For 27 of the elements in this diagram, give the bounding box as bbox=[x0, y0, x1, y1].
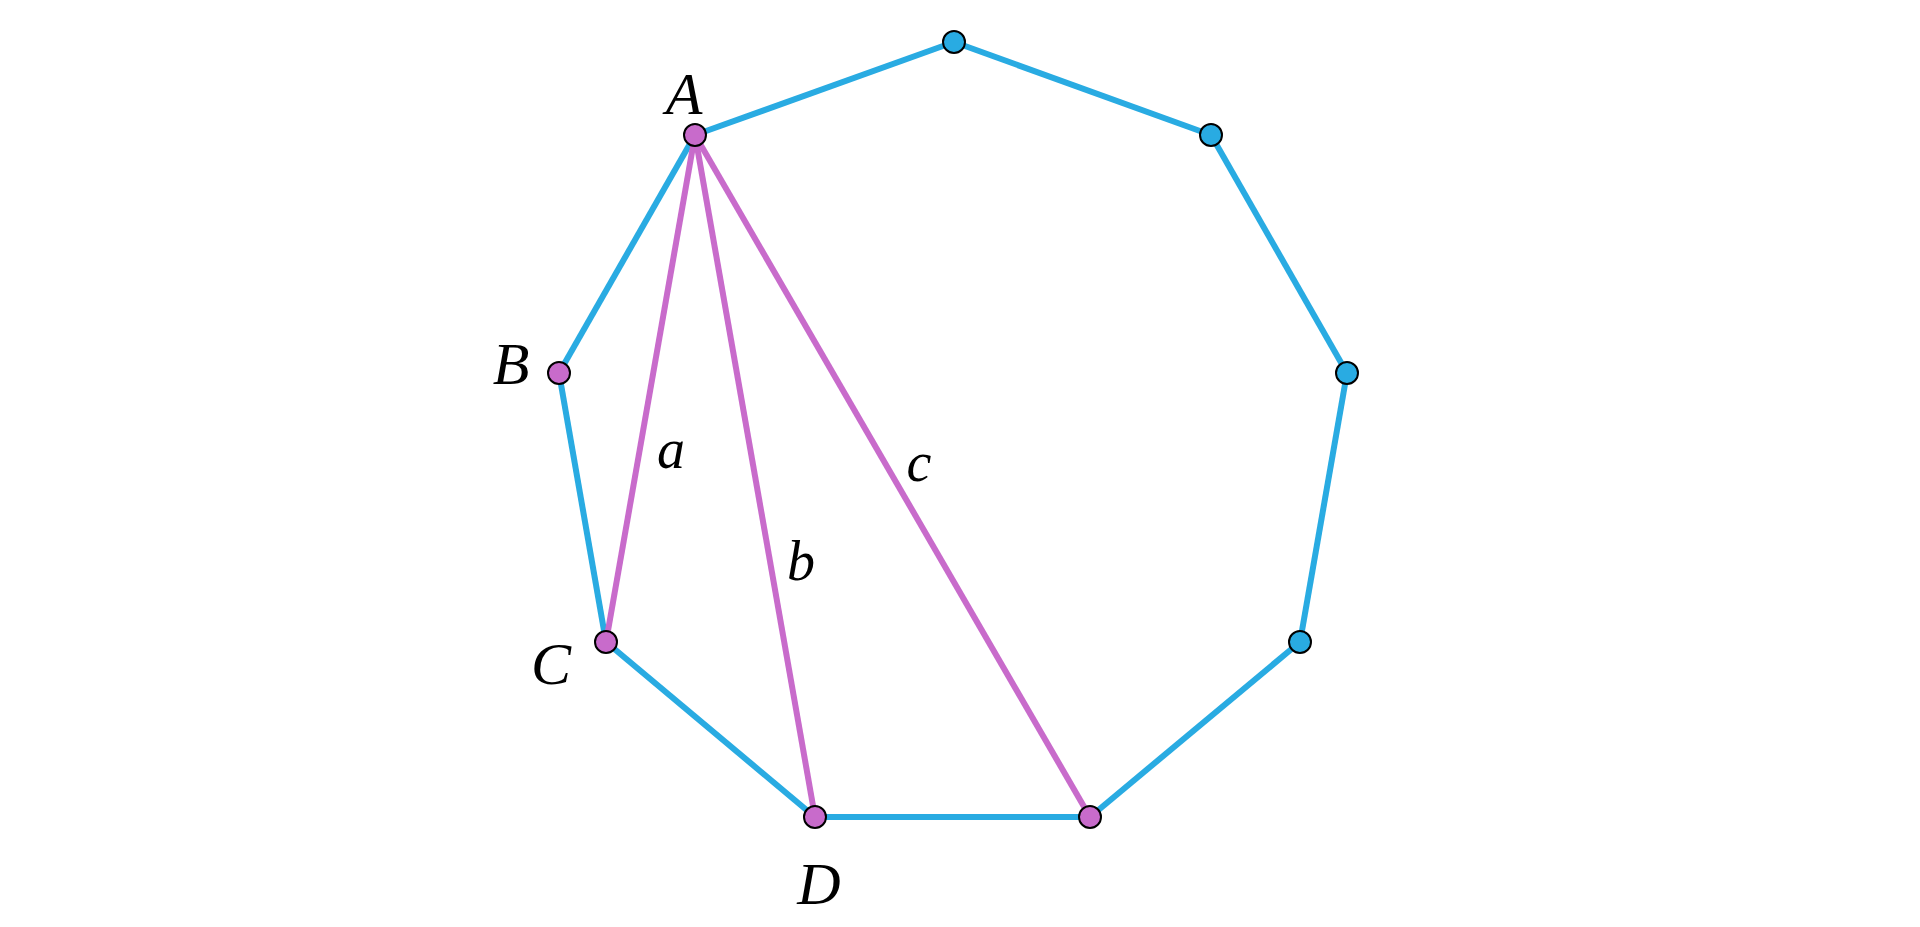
vertex-label: C bbox=[531, 631, 571, 697]
edge-label: a bbox=[657, 418, 685, 480]
vertex-dot bbox=[683, 123, 707, 147]
polygon-edge bbox=[1298, 383, 1349, 632]
vertex-dot bbox=[1199, 123, 1223, 147]
polygon-edge bbox=[612, 646, 809, 813]
polygon-edge bbox=[963, 42, 1202, 135]
vertex-dot bbox=[594, 630, 618, 654]
edge-label: b bbox=[787, 530, 815, 592]
polygon-edge bbox=[704, 42, 945, 135]
vertex-label: D bbox=[797, 851, 841, 917]
polygon-edge bbox=[1213, 143, 1345, 365]
polygon-edge bbox=[693, 145, 817, 807]
vertex-label: B bbox=[492, 331, 530, 397]
vertex-dot bbox=[1078, 805, 1102, 829]
vertex-dot bbox=[803, 805, 827, 829]
polygon-edge bbox=[826, 814, 1079, 820]
vertex-dot bbox=[942, 30, 966, 54]
polygon-edge bbox=[604, 145, 697, 632]
vertex-dot bbox=[1288, 630, 1312, 654]
edge-label: c bbox=[906, 431, 932, 493]
polygon-edge bbox=[557, 383, 608, 632]
vertex-dot bbox=[1335, 361, 1359, 385]
polygon-edge bbox=[561, 143, 693, 365]
polygon-edge bbox=[697, 143, 1088, 809]
vertex-dot bbox=[547, 361, 571, 385]
polygon-edge bbox=[1096, 646, 1294, 813]
